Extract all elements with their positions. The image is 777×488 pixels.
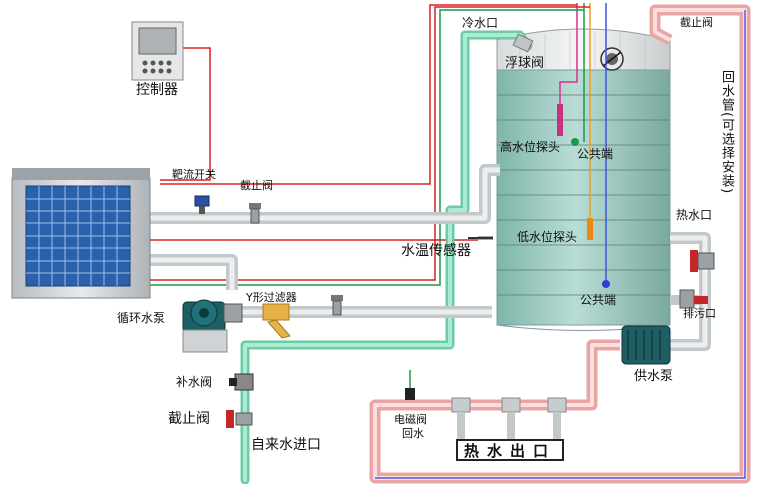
probe-wires [559,3,607,282]
hot-water-outlet-label: 热水出口 [456,439,564,461]
makeup-valve-label: 补水阀 [176,375,213,389]
common-end-2-label: 公共端 [580,293,617,307]
supply-pump-device [621,325,671,365]
hot-water-port-label: 热水口 [676,208,713,222]
return-pipe-label: 回水管(可选择安装) [719,70,734,195]
water-temp-sensor-label: 水温传感器 [401,243,471,259]
circulation-pump-device [182,299,243,353]
stop-valve-mid [331,295,343,316]
return-water-label: 回水 [402,427,424,440]
solenoid-valve-device [405,370,415,400]
hot-water-valve [690,250,715,272]
circulation-pump-label: 循环水泵 [117,311,166,325]
stop-valve-bottom-label: 截止阀 [168,411,210,427]
stop-valve-top [249,203,261,224]
cold-water-nozzle [512,33,534,53]
flow-switch [194,195,210,214]
stop-valve-bottom [226,410,253,428]
controller-label: 控制器 [136,82,178,98]
makeup-valve [229,373,254,391]
heat-pump-unit [11,168,151,299]
solenoid-valve-label: 电磁阀 [394,413,427,426]
y-filter-label: Y形过滤器 [246,291,297,304]
controller-device [131,21,184,81]
cold-water-inlet-label: 冷水口 [462,16,499,30]
cold-water-pipe [240,30,533,485]
stop-valve-top-label: 截止阀 [240,179,273,192]
controller-wiring [140,4,590,286]
common-end-1-label: 公共端 [577,147,614,161]
float-valve-label: 浮球阀 [505,56,545,71]
water-inlet-label: 自来水进口 [251,437,321,453]
outlet-taps [451,397,567,440]
supply-pump-label: 供水泵 [634,369,674,384]
float-valve [600,47,624,71]
drain-valve [679,289,708,309]
y-filter [262,303,291,339]
return-pipe-outline [375,10,746,479]
high-level-probe-label: 高水位探头 [500,140,561,154]
probe-tips [557,104,610,288]
target-flow-switch-label: 靶流开关 [172,168,216,181]
low-level-probe-label: 低水位探头 [517,230,578,244]
stop-valve-right-label: 截止阀 [680,16,713,29]
drain-port-label: 排污口 [683,307,716,320]
